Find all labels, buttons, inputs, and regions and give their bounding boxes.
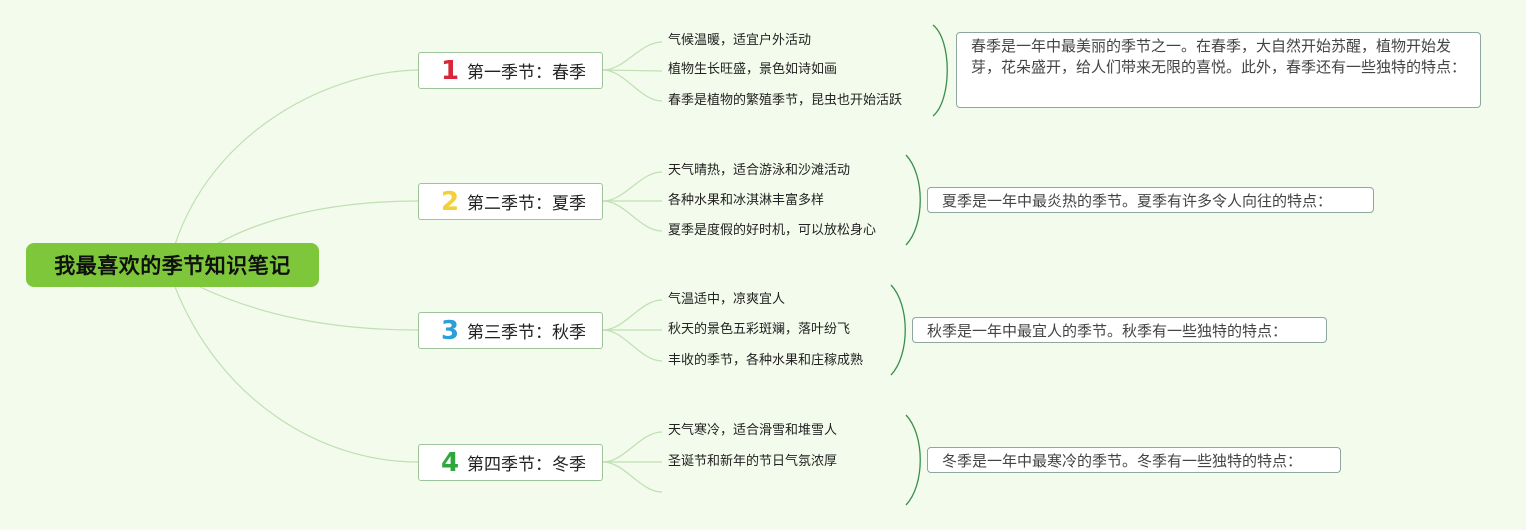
leaf-topic[interactable]: 各种水果和冰淇淋丰富多样 — [668, 193, 825, 208]
connector-root-season-1 — [169, 69, 419, 263]
summary-summer[interactable]: 夏季是一年中最炎热的季节。夏季有许多令人向往的特点： — [927, 187, 1374, 213]
number-2-icon: 2 — [440, 186, 460, 217]
summary-bracket-1 — [932, 24, 948, 117]
leaf-topic[interactable]: 春季是植物的繁殖季节，昆虫也开始活跃 — [668, 93, 903, 108]
number-1-icon: 1 — [440, 55, 460, 86]
season-node-spring[interactable]: 1 第一季节：春季 — [418, 52, 603, 89]
connector-root-season-3 — [199, 286, 419, 331]
leaf-topic[interactable]: 气候温暖，适宜户外活动 — [668, 33, 812, 48]
connector-root-season-4 — [174, 286, 419, 463]
summary-bracket-2 — [905, 154, 921, 246]
leaf-topic[interactable]: 植物生长旺盛，景色如诗如画 — [668, 62, 838, 77]
root-topic[interactable]: 我最喜欢的季节知识笔记 — [26, 243, 319, 287]
leaf-topic[interactable]: 丰收的季节，各种水果和庄稼成熟 — [668, 353, 864, 368]
season-label: 第四季节：冬季 — [467, 455, 586, 475]
season-label: 第一季节：春季 — [467, 63, 586, 83]
leaf-topic[interactable]: 气温适中，凉爽宜人 — [668, 292, 786, 307]
season-label: 第二季节：夏季 — [467, 194, 586, 214]
number-4-icon: 4 — [440, 447, 460, 478]
root-title: 我最喜欢的季节知识笔记 — [54, 254, 291, 278]
leaf-topic[interactable]: 圣诞节和新年的节日气氛浓厚 — [668, 454, 838, 469]
summary-winter[interactable]: 冬季是一年中最寒冷的季节。冬季有一些独特的特点： — [927, 447, 1341, 473]
summary-bracket-4 — [905, 414, 921, 506]
season-node-autumn[interactable]: 3 第三季节：秋季 — [418, 312, 603, 349]
leaf-topic[interactable]: 夏季是度假的好时机，可以放松身心 — [668, 223, 877, 238]
summary-autumn[interactable]: 秋季是一年中最宜人的季节。秋季有一些独特的特点： — [912, 317, 1327, 343]
leaf-topic[interactable]: 天气寒冷，适合滑雪和堆雪人 — [668, 423, 838, 438]
season-node-summer[interactable]: 2 第二季节：夏季 — [418, 183, 603, 220]
summary-bracket-3 — [890, 284, 906, 376]
season-label: 第三季节：秋季 — [467, 323, 586, 343]
leaf-topic[interactable]: 天气晴热，适合游泳和沙滩活动 — [668, 163, 851, 178]
summary-spring[interactable]: 春季是一年中最美丽的季节之一。在春季，大自然开始苏醒，植物开始发芽，花朵盛开，给… — [956, 32, 1481, 108]
season-node-winter[interactable]: 4 第四季节：冬季 — [418, 444, 603, 481]
leaf-topic[interactable]: 秋天的景色五彩斑斓，落叶纷飞 — [668, 322, 851, 337]
number-3-icon: 3 — [440, 315, 460, 346]
